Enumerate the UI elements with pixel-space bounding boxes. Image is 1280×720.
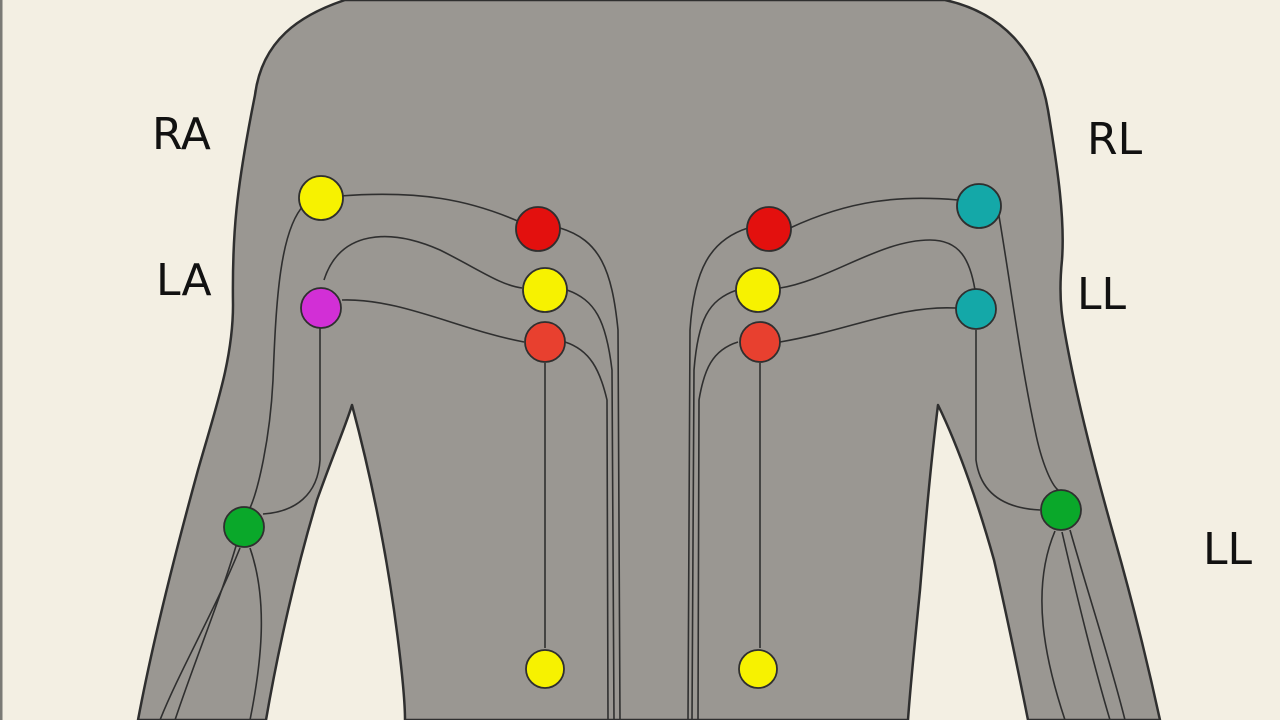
lead-wire — [566, 289, 615, 720]
electrode-chest-left-lower — [739, 321, 781, 363]
electrode-abdomen-left — [738, 649, 778, 689]
electrode-right-upper-arm — [300, 287, 342, 329]
electrode-chest-right-top — [515, 206, 561, 252]
torso-silhouette — [136, 0, 1162, 720]
lead-wire — [249, 547, 263, 720]
lead-wire — [341, 299, 525, 343]
electrode-left-forearm — [1040, 489, 1082, 531]
lead-wire — [789, 197, 959, 229]
lead-wire — [339, 193, 521, 223]
electrode-chest-right-lower — [524, 321, 566, 363]
lead-wire — [779, 306, 957, 343]
lead-wire — [1061, 531, 1111, 720]
lead-wire — [997, 209, 1059, 491]
lead-wire — [262, 328, 321, 515]
lead-wire — [697, 341, 739, 720]
lead-wire — [1041, 530, 1066, 720]
lead-wire — [174, 545, 237, 720]
lead-wire — [249, 204, 305, 509]
electrode-chest-left-top — [746, 206, 792, 252]
lead-wire — [975, 330, 1041, 511]
electrode-right-shoulder — [298, 175, 344, 221]
electrode-abdomen-right — [525, 649, 565, 689]
label-la: LA — [156, 255, 212, 306]
electrode-right-forearm — [223, 506, 265, 548]
electrode-left-shoulder — [956, 183, 1002, 229]
label-ra: RA — [152, 109, 211, 160]
lead-wire — [323, 235, 523, 289]
electrode-left-upper-arm — [955, 288, 997, 330]
lead-wire — [159, 547, 241, 720]
label-rl: RL — [1087, 114, 1143, 165]
lead-wires — [159, 193, 1126, 720]
label-ll-upper: LL — [1077, 269, 1127, 320]
electrode-chest-left-middle — [735, 267, 781, 313]
lead-wire — [779, 239, 976, 291]
lead-wire — [687, 227, 749, 720]
lead-wire — [564, 341, 609, 720]
label-ll-lower: LL — [1203, 524, 1253, 575]
electrodes — [223, 175, 1082, 689]
electrode-chest-right-middle — [522, 267, 568, 313]
lead-wire — [1069, 529, 1126, 720]
lead-wire — [691, 289, 738, 720]
lead-wire — [559, 227, 621, 720]
